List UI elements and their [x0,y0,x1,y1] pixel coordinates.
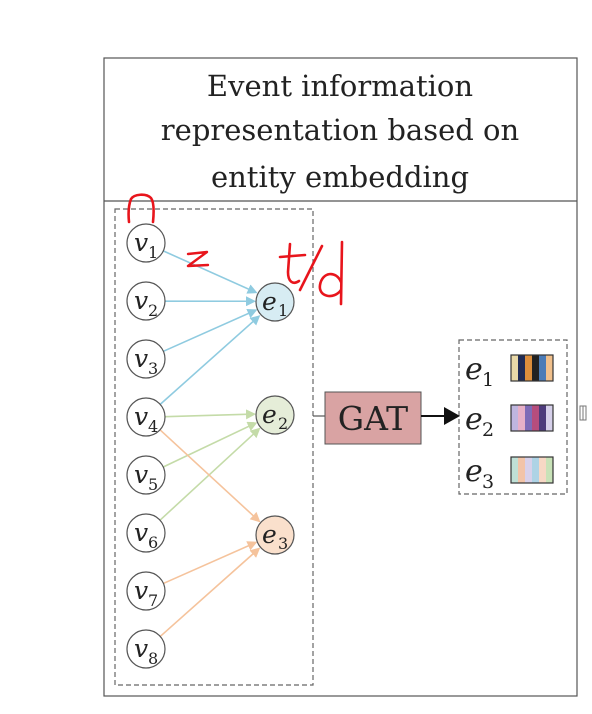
diagram-title-line-2: representation based on [161,113,519,147]
output-label: e [465,454,483,489]
node-circle [126,571,166,611]
embedding-cell [546,405,553,431]
edge-v7-to-e3 [163,541,258,585]
node-label: v [134,518,148,547]
node-label: v [134,228,148,257]
outer-frame [103,57,578,697]
node-label: v [134,460,148,489]
node-circle [126,513,166,553]
edge-v4-to-e3 [159,429,261,523]
node-circle [126,397,166,437]
output-label: e [465,402,483,437]
edge-layer [159,250,261,638]
entity-circle [255,395,295,435]
edge-v5-to-e2 [162,421,258,468]
embedding-cell [518,355,525,381]
embedding-cell [525,355,532,381]
node-subscript: 6 [148,533,158,552]
handwritten-n-annotation [127,193,155,224]
graph-dashed-box [114,208,314,686]
embedding-cell [511,405,518,431]
node-label: v [134,576,148,605]
edge-v3-to-e1 [163,308,258,353]
embedding-cell [539,355,546,381]
node-circle [126,223,166,263]
node-circle [126,455,166,495]
edge-v4-to-e2 [164,409,257,420]
embedding-vector [510,354,554,382]
node-subscript: 5 [148,475,158,494]
gat-output-arrowhead [444,407,460,425]
entity-circle [255,515,295,555]
output-dashed-box [458,339,568,495]
gat-label: GAT [338,399,408,438]
output-subscript: 2 [482,419,494,441]
embedding-cell [539,457,546,483]
entity-label: e [262,400,277,429]
diagram-title-line-1: Event information [207,69,473,103]
gat-block [324,391,422,445]
embedding-cell [532,457,539,483]
node-subscript: 4 [148,417,158,436]
embedding-cell [546,355,553,381]
handwritten-z-annotation [186,250,210,268]
edge-v1-to-e1 [162,250,258,294]
handwritten-td-annotation [278,240,344,306]
embedding-cell [532,355,539,381]
node-label: v [134,402,148,431]
output-subscript: 3 [482,471,494,493]
output-label: e [465,352,483,387]
node-subscript: 8 [148,649,158,668]
embedding-cell [539,405,546,431]
entity-label: e [262,520,277,549]
embedding-cell [518,405,525,431]
entity-circle [255,282,295,322]
embedding-vector [510,404,554,432]
entity-label: e [262,287,277,316]
node-subscript: 1 [148,243,158,262]
embedding-cell [525,457,532,483]
diagram-title-line-3: entity embedding [211,160,469,194]
embedding-vector [510,456,554,484]
embedding-cell [511,355,518,381]
output-subscript: 1 [482,369,494,391]
embedding-cell [546,457,553,483]
embedding-cell [532,405,539,431]
node-circle [126,339,166,379]
node-circle [126,629,166,669]
edge-v4-to-e1 [159,315,261,405]
node-label: v [134,344,148,373]
node-subscript: 7 [148,591,158,610]
entity-subscript: 1 [278,301,288,320]
node-label: v [134,286,148,315]
entity-subscript: 3 [278,534,288,553]
embedding-cell [518,457,525,483]
node-subscript: 3 [148,359,158,378]
edge-v8-to-e3 [159,547,261,638]
node-circle [126,281,166,321]
embedding-cell [511,457,518,483]
node-label: v [134,634,148,663]
node-subscript: 2 [148,301,158,320]
embedding-cell [525,405,532,431]
entity-subscript: 2 [278,414,288,433]
